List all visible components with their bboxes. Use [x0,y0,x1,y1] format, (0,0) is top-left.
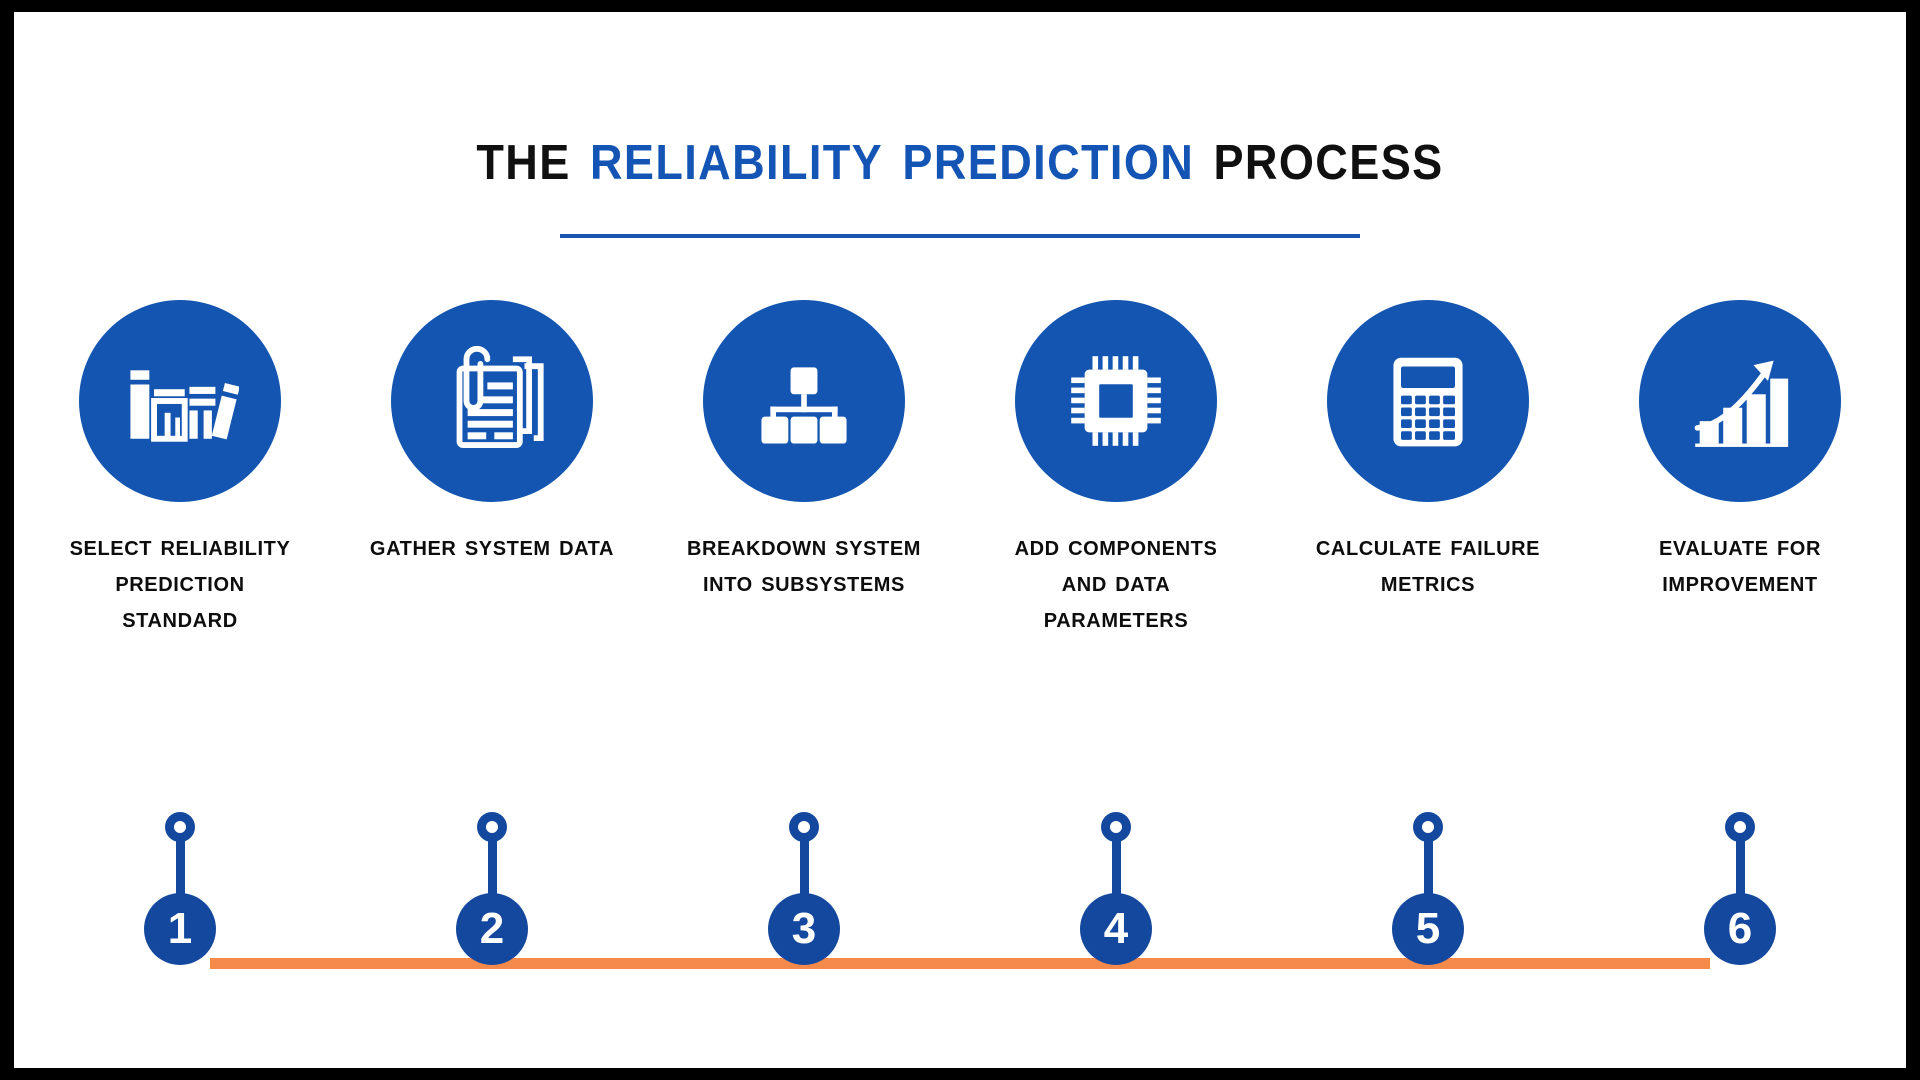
marker-ring-icon [477,812,507,842]
step-number-5: 5 [1392,893,1464,965]
marker-stem [1111,840,1121,896]
timeline-marker-3[interactable]: 3 [668,812,940,1042]
step-4-icon-circle [1015,300,1217,502]
steps-row: Select Reliability Prediction Standard [44,300,1876,635]
step-6-icon-circle [1639,300,1841,502]
title-highlight: Reliability Prediction [589,116,1195,194]
step-4[interactable]: Add components and data parameters [980,300,1252,635]
marker-stem [175,840,185,896]
marker-stem [1735,840,1745,896]
step-6[interactable]: Evaluate for improvement [1604,300,1876,600]
marker-ring-icon [1725,812,1755,842]
books-icon [121,342,239,460]
microchip-icon [1060,345,1172,457]
marker-stem [799,840,809,896]
step-number-3: 3 [768,893,840,965]
step-5-label: Calculate Failure Metrics [1315,530,1541,597]
marker-ring-icon [789,812,819,842]
title-part-1: The [476,116,590,194]
step-number-6: 6 [1704,893,1776,965]
step-3-icon-circle [703,300,905,502]
step-5[interactable]: Calculate Failure Metrics [1292,300,1564,600]
step-2-label: Gather System Data [369,530,615,561]
growth-chart-icon [1684,345,1796,457]
step-1-label: Select Reliability Prediction Standard [69,530,291,633]
step-2-icon-circle [391,300,593,502]
step-4-label: Add components and data parameters [1014,530,1218,633]
step-1-icon-circle [79,300,281,502]
timeline-marker-4[interactable]: 4 [980,812,1252,1042]
step-2[interactable]: Gather System Data [356,300,628,564]
hierarchy-tree-icon [748,345,860,457]
step-number-2: 2 [456,893,528,965]
title-divider [560,234,1360,238]
timeline-marker-6[interactable]: 6 [1604,812,1876,1042]
marker-stem [487,840,497,896]
marker-ring-icon [1101,812,1131,842]
marker-ring-icon [1413,812,1443,842]
step-5-icon-circle [1327,300,1529,502]
step-number-1: 1 [144,893,216,965]
page-title: The Reliability Prediction Process [14,120,1906,190]
step-number-4: 4 [1080,893,1152,965]
timeline-marker-1[interactable]: 1 [44,812,316,1042]
step-1[interactable]: Select Reliability Prediction Standard [44,300,316,635]
documents-paperclip-icon [434,343,550,459]
infographic-canvas: The Reliability Prediction Process [14,12,1906,1068]
step-6-label: Evaluate for improvement [1658,530,1821,597]
marker-stem [1423,840,1433,896]
timeline-marker-2[interactable]: 2 [356,812,628,1042]
step-3-label: Breakdown System into Subsystems [686,530,922,597]
marker-ring-icon [165,812,195,842]
timeline-marker-5[interactable]: 5 [1292,812,1564,1042]
step-timeline: 1 2 3 4 [44,812,1876,1042]
title-text: The Reliability Prediction Process [90,120,1831,190]
title-part-2: Process [1194,116,1444,194]
timeline-markers: 1 2 3 4 [44,812,1876,1042]
step-3[interactable]: Breakdown System into Subsystems [668,300,940,600]
timeline-connector-line [210,958,1710,969]
calculator-icon [1374,347,1482,455]
